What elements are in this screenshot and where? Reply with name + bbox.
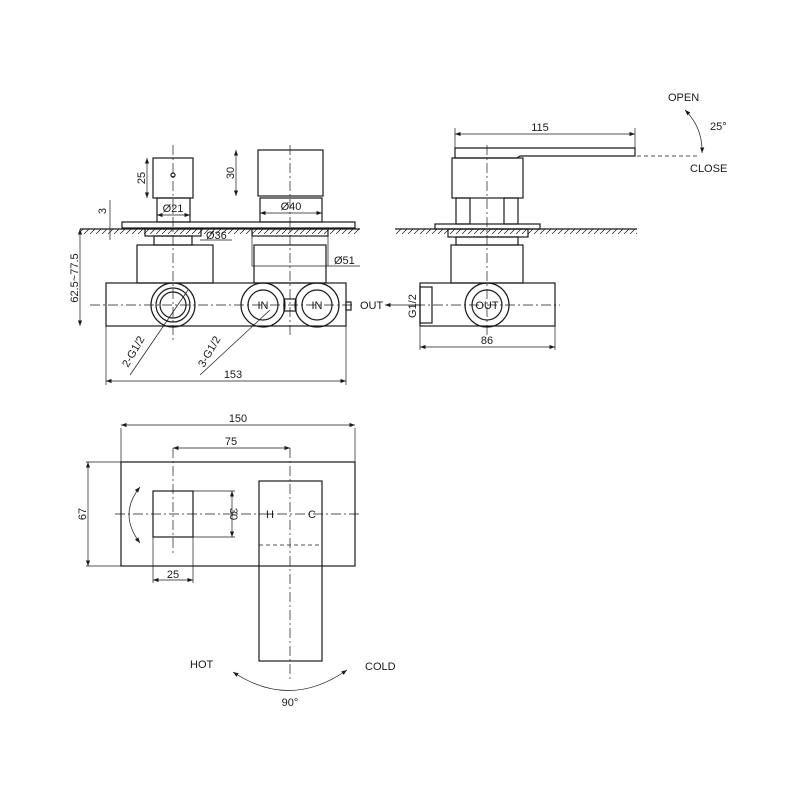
dim: 67 (77, 508, 89, 520)
dim: 25 (136, 172, 148, 184)
top-view: H C 150 75 67 30 25 HOT COLD 90° (77, 413, 396, 709)
angle-label: 90° (282, 697, 299, 709)
dim: 86 (481, 335, 493, 347)
side-view: OUT 115 OPEN 25° CLOSE G1/2 86 (385, 92, 727, 350)
dim: 62.5~77.5 (69, 253, 81, 302)
dim: Ø21 (163, 203, 184, 215)
cold-label: COLD (365, 661, 396, 673)
dim: 150 (229, 413, 247, 425)
close-label: CLOSE (690, 163, 727, 175)
front-view: IN IN OUT 25 Ø21 3 Ø36 30 Ø40 Ø51 62.5~7… (69, 145, 384, 385)
dim: 30 (225, 167, 237, 179)
thread-label: 2-G1/2 (120, 334, 147, 369)
dim: Ø36 (206, 230, 227, 242)
dim: 30 (227, 508, 239, 520)
dim: Ø40 (281, 201, 302, 213)
outlet-label: OUT (360, 300, 384, 312)
dim: 75 (225, 436, 237, 448)
hot-mark: H (266, 509, 274, 521)
inlet-label: IN (258, 300, 269, 312)
dim: 3 (97, 208, 109, 214)
dim: Ø51 (334, 255, 355, 267)
cold-mark: C (308, 509, 316, 521)
open-label: OPEN (668, 92, 699, 104)
dim: 115 (531, 122, 549, 134)
outlet-label: OUT (475, 300, 499, 312)
hot-label: HOT (190, 659, 214, 671)
angle-label: 25° (710, 121, 727, 133)
dim: 25 (167, 569, 179, 581)
inlet-label: IN (312, 300, 323, 312)
thread-label: G1/2 (407, 294, 419, 318)
dim: 153 (224, 369, 242, 381)
thread-label: 3-G1/2 (196, 334, 223, 369)
